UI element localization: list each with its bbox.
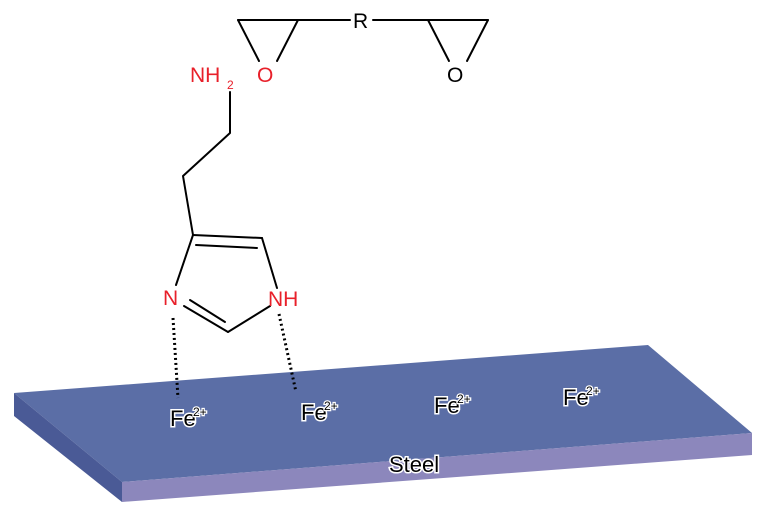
r-group-label: R xyxy=(353,10,368,33)
fe-ion-charge: 2+ xyxy=(324,399,338,413)
fe-ion-charge: 2+ xyxy=(193,405,207,419)
fe-ion-symbol: Fe xyxy=(301,400,327,425)
left-epoxide-oxygen-label: O xyxy=(257,64,273,87)
fe-ion: Fe 2+ xyxy=(169,404,208,433)
fe-ion: Fe 2+ xyxy=(562,383,601,412)
left-epoxide-co-bond xyxy=(237,19,260,62)
fe-ion: Fe 2+ xyxy=(433,391,472,420)
fe-ion: Fe 2+ xyxy=(300,398,339,427)
fe-ion-charge: 2+ xyxy=(586,384,600,398)
ethyl-chain xyxy=(182,91,231,236)
diepoxide-molecule: O R O xyxy=(237,10,489,87)
ring-double-bond-c2-n xyxy=(189,299,226,323)
amine-subscript: 2 xyxy=(227,78,234,92)
ring-bond-c5-nh xyxy=(261,237,278,289)
slab-front-face xyxy=(122,433,752,502)
imidazole-molecule: NH 2 N NH xyxy=(163,64,298,333)
right-epoxide-oxygen-label: O xyxy=(447,64,463,87)
ring-bond-c2-n xyxy=(183,305,229,333)
slab-top-face xyxy=(14,345,752,482)
amine-label: NH xyxy=(190,64,220,87)
slab-left-face xyxy=(14,393,122,502)
n-fe-coordination-bond xyxy=(171,317,180,399)
ring-bond-n-c4 xyxy=(175,234,194,286)
fe-ion-charge: 2+ xyxy=(457,392,471,406)
ring-bond-c4-c5 xyxy=(192,234,263,239)
ring-nh-label: NH xyxy=(268,288,298,311)
fe-ion-symbol: Fe xyxy=(563,385,589,410)
left-epoxide-co-bond xyxy=(276,19,299,62)
ring-bond-nh-c2 xyxy=(227,305,271,333)
right-epoxide-co-bond xyxy=(466,19,489,62)
steel-slab: Steel xyxy=(14,345,752,502)
fe-ion-symbol: Fe xyxy=(434,393,460,418)
ring-double-bond-c4-c5 xyxy=(195,244,258,249)
right-epoxide-co-bond xyxy=(427,19,450,62)
fe-ion-symbol: Fe xyxy=(170,406,196,431)
steel-label: Steel xyxy=(389,452,439,477)
ring-nitrogen-label: N xyxy=(163,287,178,310)
nh-fe-coordination-bond xyxy=(277,313,298,393)
